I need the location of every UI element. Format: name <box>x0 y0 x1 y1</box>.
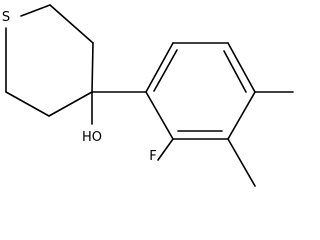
thiane-ring <box>5 4 94 117</box>
bond-ar-c1-c2 <box>145 42 174 93</box>
molecule-structure: S HO F <box>2 4 294 187</box>
sulfur-atom-label: S <box>2 10 10 25</box>
bond-ar-c6-c1 <box>145 91 174 140</box>
structure-canvas: S HO F <box>1 4 294 187</box>
bond-ar-f <box>157 138 174 161</box>
bond-c4-c5 <box>48 91 93 117</box>
benzene-ring <box>145 42 256 140</box>
bond-methyl-lower <box>227 138 256 187</box>
hydroxyl-label: HO <box>82 130 102 145</box>
bond-ar-c3-c4 <box>227 42 256 93</box>
fluorine-atom-label: F <box>149 149 156 164</box>
bond-c3-c4 <box>91 42 94 93</box>
bond-c5-c6 <box>5 91 50 117</box>
bond-ar-c3-c4-inner <box>223 50 247 93</box>
bond-s-c2 <box>20 4 51 17</box>
bond-c2-c3 <box>49 4 94 44</box>
bond-ar-c4-c5 <box>227 91 256 140</box>
bond-ar-c1-c2-inner <box>153 49 178 92</box>
